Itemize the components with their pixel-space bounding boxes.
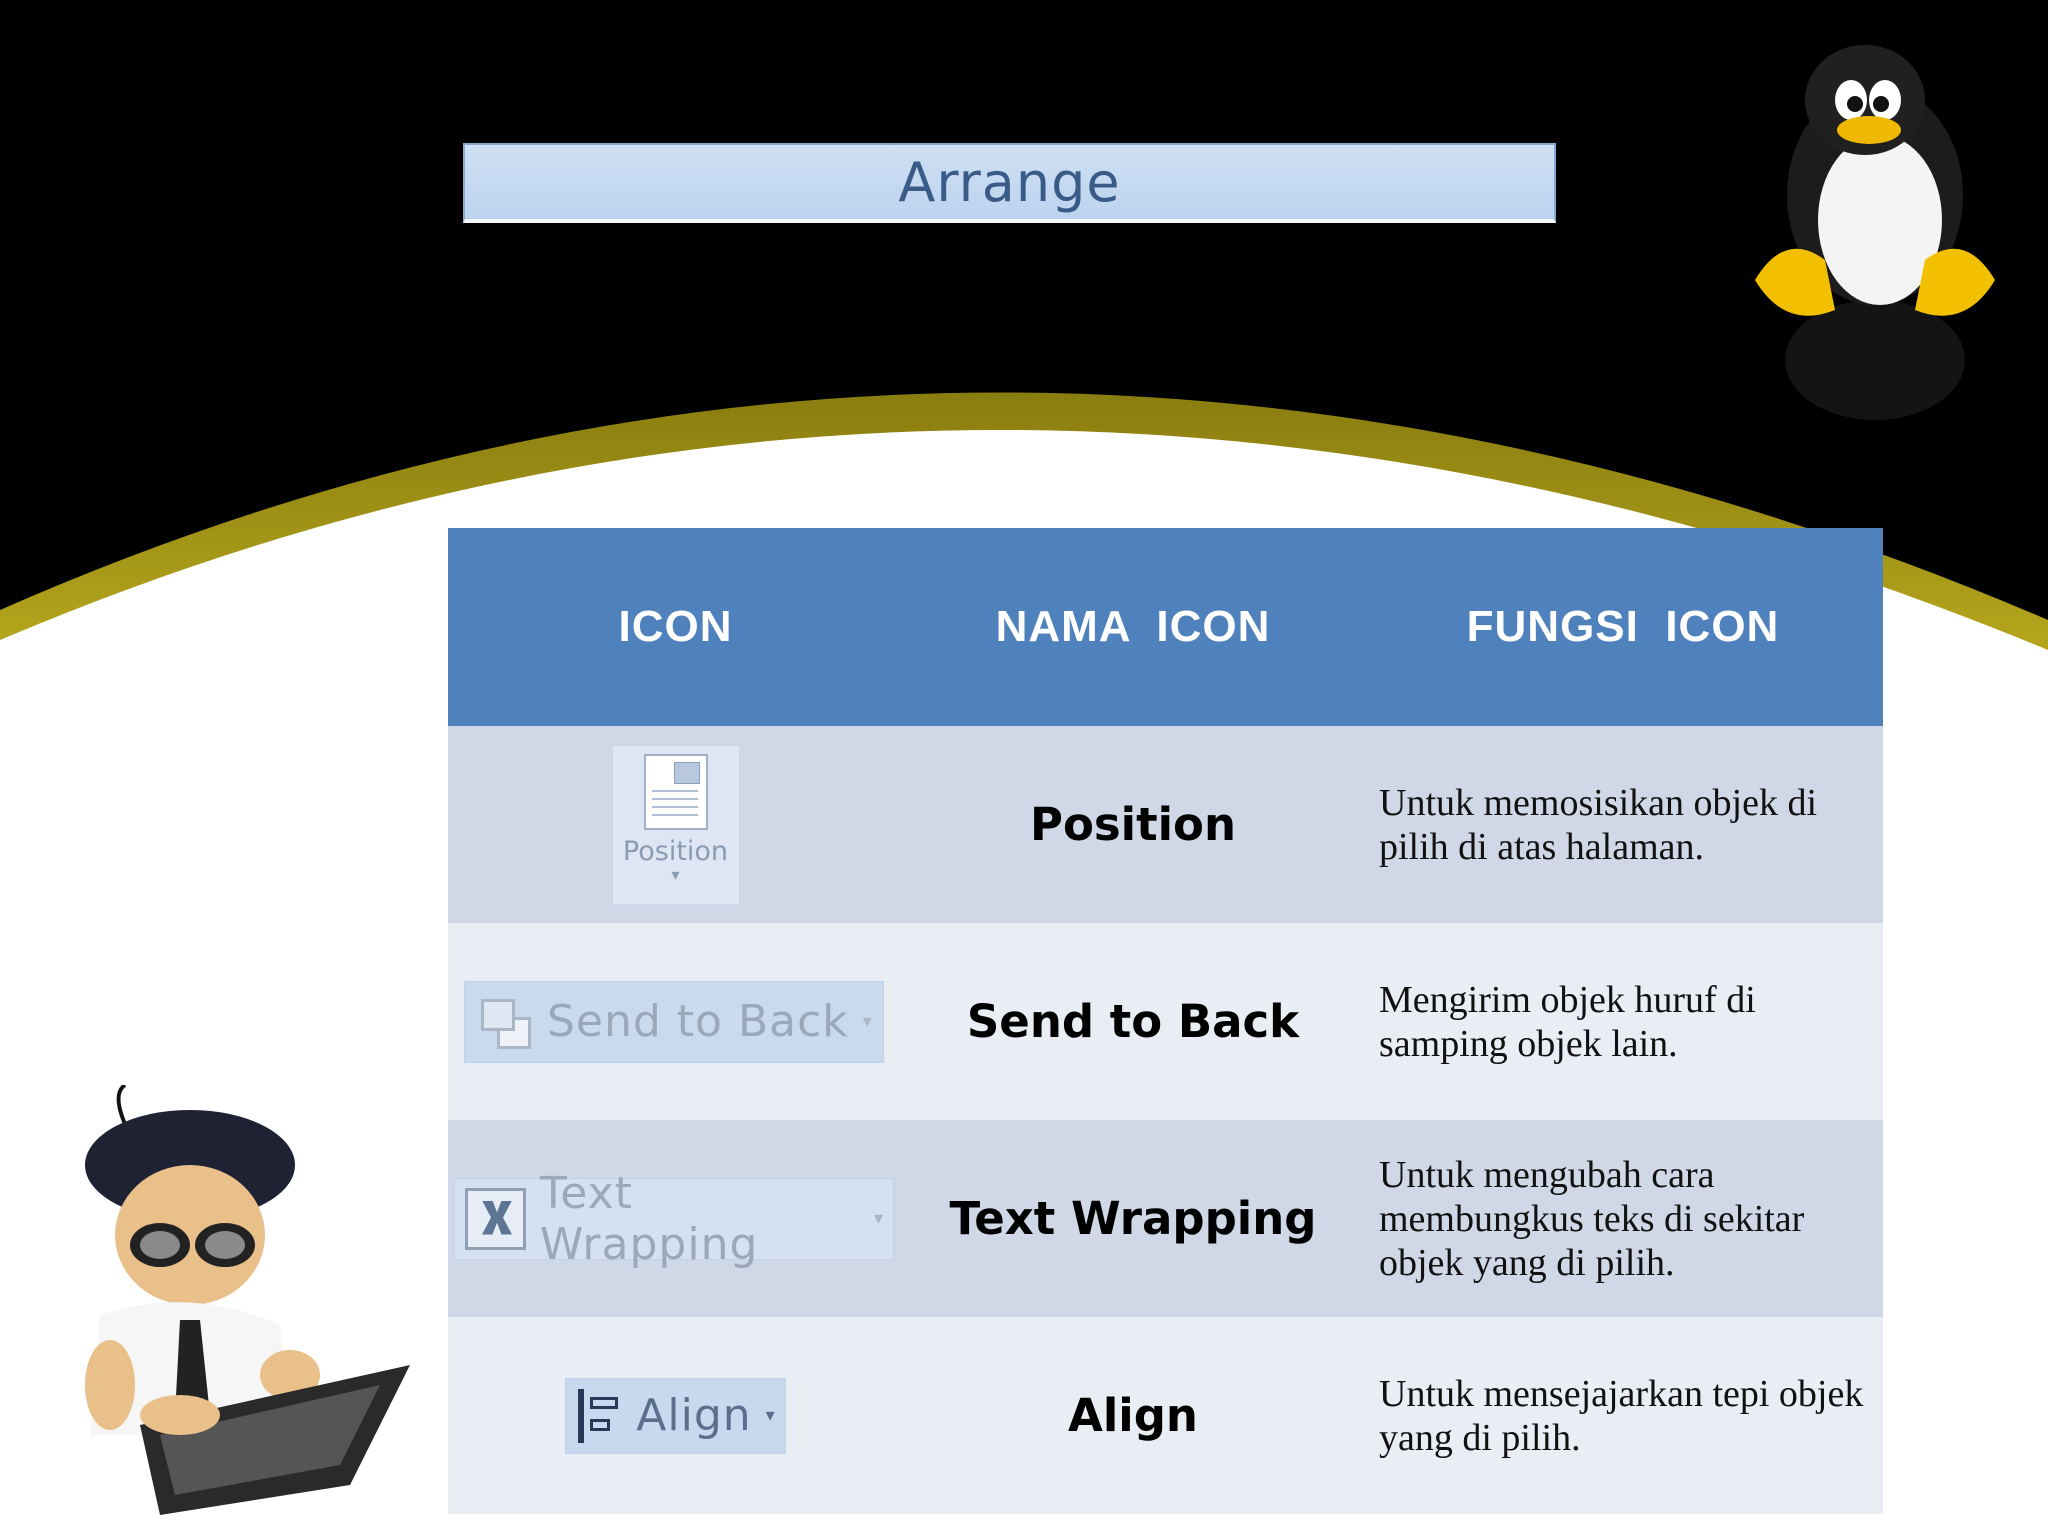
icon-name: Send to Back <box>903 923 1363 1120</box>
send-to-back-icon <box>475 993 533 1051</box>
chevron-down-icon: ▾ <box>873 1208 883 1229</box>
send-to-back-button[interactable]: Send to Back ▾ <box>464 980 884 1063</box>
icon-name: Position <box>903 726 1363 923</box>
header-icon: ICON <box>448 528 903 726</box>
icon-cell: Send to Back ▾ <box>448 923 903 1120</box>
boy-with-laptop-clipart <box>85 1085 410 1515</box>
table-row: Position ▾ Position Untuk memosisikan ob… <box>448 726 1883 923</box>
chevron-down-icon: ▾ <box>862 1011 872 1032</box>
chevron-down-icon: ▾ <box>671 864 680 884</box>
penguin-mascot <box>1755 45 1995 420</box>
table-row: Align ▾ Align Untuk mensejajarkan tepi o… <box>448 1317 1883 1514</box>
icon-cell: Position ▾ <box>448 726 903 923</box>
icon-cell: Text Wrapping ▾ <box>448 1120 903 1317</box>
align-button-label: Align <box>636 1390 752 1441</box>
icon-function: Untuk mengubah cara membungkus teks di s… <box>1363 1120 1883 1317</box>
align-button[interactable]: Align ▾ <box>565 1377 786 1454</box>
arrange-group-label: Arrange <box>463 143 1556 223</box>
header-fungsi-icon: FUNGSI ICON <box>1363 528 1883 726</box>
chevron-down-icon: ▾ <box>765 1405 775 1426</box>
icon-cell: Align ▾ <box>448 1317 903 1514</box>
header-nama-icon: NAMA ICON <box>903 528 1363 726</box>
table-header-row: ICON NAMA ICON FUNGSI ICON <box>448 528 1883 726</box>
icon-function: Untuk memosisikan objek di pilih di atas… <box>1363 726 1883 923</box>
icon-function: Mengirim objek huruf di samping objek la… <box>1363 923 1883 1120</box>
text-wrapping-button-label: Text Wrapping <box>539 1167 759 1270</box>
position-button[interactable]: Position ▾ <box>611 744 740 905</box>
icon-table: ICON NAMA ICON FUNGSI ICON <box>448 528 1883 1514</box>
position-button-label: Position <box>622 835 729 867</box>
icon-function: Untuk mensejajarkan tepi objek yang di p… <box>1363 1317 1883 1514</box>
table-row: Send to Back ▾ Send to Back Mengirim obj… <box>448 923 1883 1120</box>
text-wrapping-button[interactable]: Text Wrapping ▾ <box>454 1168 894 1270</box>
send-to-back-button-label: Send to Back <box>547 996 849 1047</box>
table-row: Text Wrapping ▾ Text Wrapping Untuk meng… <box>448 1120 1883 1317</box>
icon-name: Align <box>903 1317 1363 1514</box>
icon-name: Text Wrapping <box>903 1120 1363 1317</box>
text-wrapping-icon <box>465 1187 526 1250</box>
position-icon <box>643 753 708 830</box>
align-icon <box>576 1388 624 1443</box>
